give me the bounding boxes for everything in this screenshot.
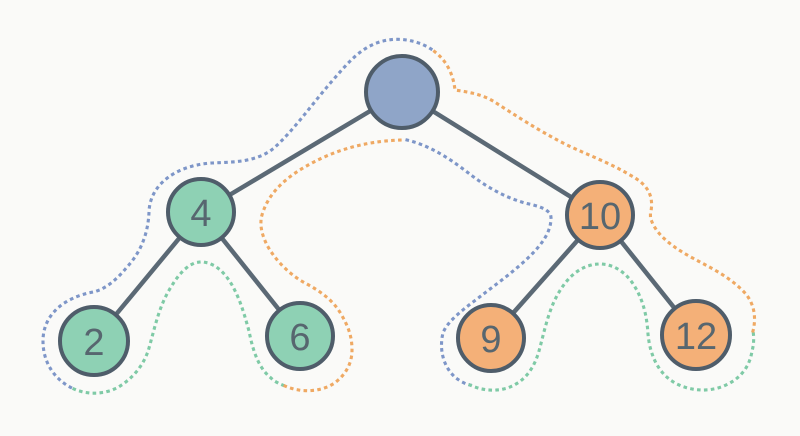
tree-node-circle	[456, 303, 526, 373]
tree-node-value: 6	[289, 317, 310, 359]
tree-node-value: 9	[480, 319, 501, 361]
tree-edge-root-n4	[199, 90, 404, 214]
tree-node-root	[364, 54, 440, 130]
tour-segment-orange-right-return	[428, 46, 757, 333]
tree-node-10: 10	[565, 180, 635, 250]
tree-node-12: 12	[660, 299, 732, 371]
tree-nodes-layer: 4 10 2 6 9 12	[58, 54, 732, 377]
tree-node-value: 4	[190, 193, 211, 235]
tree-node-value: 10	[579, 196, 621, 238]
tree-node-circle	[58, 305, 130, 377]
tree-node-2: 2	[58, 305, 130, 377]
tree-node-9: 9	[456, 303, 526, 373]
tree-node-value: 12	[675, 316, 717, 358]
tree-node-value: 2	[83, 322, 104, 364]
tree-node-circle	[660, 299, 732, 371]
traversal-outline-layer	[41, 37, 757, 395]
tree-node-4: 4	[166, 177, 236, 247]
tour-segment-blue-left	[41, 37, 434, 392]
tree-node-circle	[265, 301, 335, 371]
tree-node-circle	[364, 54, 440, 130]
tour-segment-green-right-valley	[467, 262, 756, 392]
tour-segment-blue-right	[405, 138, 553, 387]
tree-node-circle	[166, 177, 236, 247]
tree-edge-root-n10	[400, 90, 602, 217]
tree-node-circle	[565, 180, 635, 250]
tour-segment-orange-left-return	[259, 138, 404, 393]
tree-node-6: 6	[265, 301, 335, 371]
